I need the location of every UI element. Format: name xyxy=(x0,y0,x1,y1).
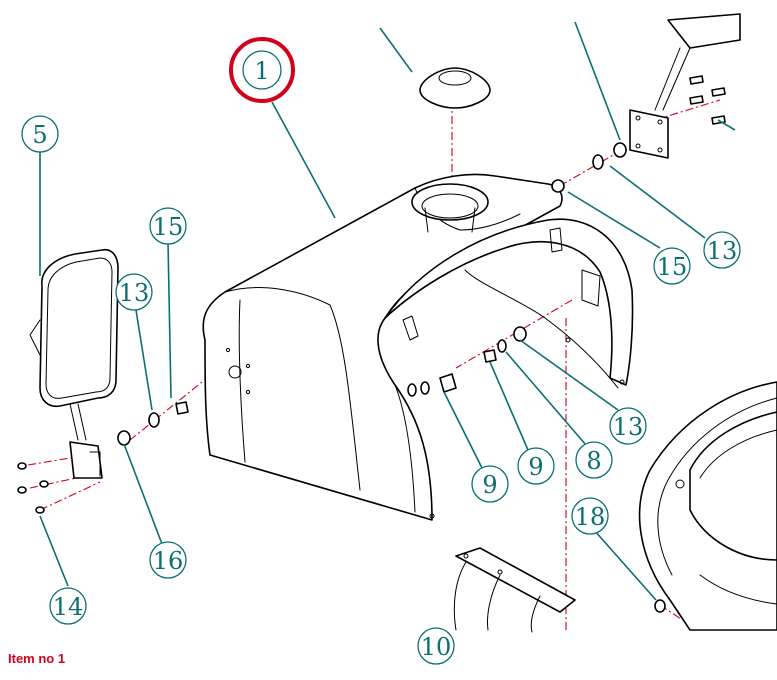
item-caption: Item no 1 xyxy=(8,651,66,666)
callout-item-8[interactable]: 8 xyxy=(575,441,613,479)
middle-hardware xyxy=(407,142,666,613)
callout-label: 14 xyxy=(53,593,84,621)
assembly-axes xyxy=(27,99,721,630)
callout-item-9-left[interactable]: 9 xyxy=(471,465,509,503)
callout-item-15-left[interactable]: 15 xyxy=(149,207,187,245)
callout-item-15-right[interactable]: 15 xyxy=(653,247,691,285)
callout-label: 9 xyxy=(482,471,497,499)
callout-label: 15 xyxy=(657,253,688,281)
callout-label: 5 xyxy=(32,121,47,149)
callout-item-13-top-right[interactable]: 13 xyxy=(703,231,741,269)
callout-item-16[interactable]: 16 xyxy=(149,541,187,579)
callout-label: 15 xyxy=(153,213,184,241)
top-cap-part xyxy=(419,67,491,109)
callout-label: 10 xyxy=(421,633,452,661)
callout-label: 16 xyxy=(153,547,184,575)
exploded-parts-diagram: 1 5 15 13 15 13 13 8 9 9 18 xyxy=(17,13,777,665)
callout-label: 9 xyxy=(528,453,543,481)
callout-label: 13 xyxy=(707,237,738,265)
callout-label: 13 xyxy=(119,279,150,307)
callout-item-13-mid[interactable]: 13 xyxy=(609,407,647,445)
left-hardware xyxy=(17,401,189,514)
callout-item-5[interactable]: 5 xyxy=(21,115,59,153)
callout-item-9-right[interactable]: 9 xyxy=(517,447,555,485)
callout-label: 8 xyxy=(586,447,601,475)
callout-item-13-left[interactable]: 13 xyxy=(115,273,153,311)
callout-label: 13 xyxy=(613,413,644,441)
dashboard-housing-part xyxy=(638,381,777,631)
callout-item-18[interactable]: 18 xyxy=(571,497,609,535)
callout-label: 18 xyxy=(575,503,606,531)
callout-item-10[interactable]: 10 xyxy=(417,627,455,665)
callout-item-1[interactable]: 1 xyxy=(229,37,295,103)
leader-lines xyxy=(39,21,736,601)
left-mirror-part xyxy=(29,248,119,479)
right-mirror-part xyxy=(629,13,741,159)
lower-bracket-part xyxy=(453,547,576,633)
main-cover-part xyxy=(202,173,634,521)
callout-label: 1 xyxy=(254,57,269,85)
callout-item-14[interactable]: 14 xyxy=(49,587,87,625)
